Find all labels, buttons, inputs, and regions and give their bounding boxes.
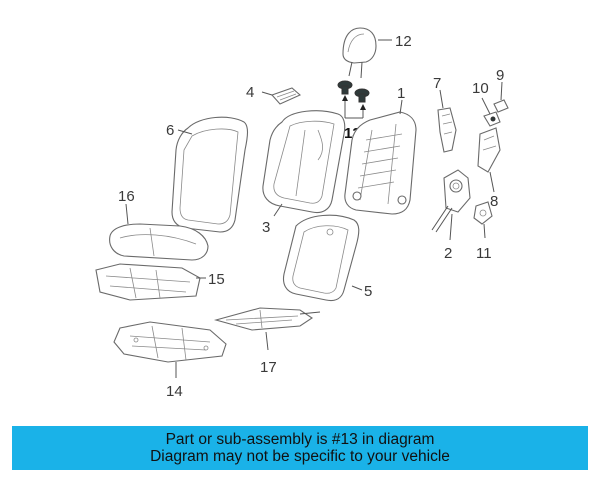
callout-1: 1 bbox=[397, 85, 405, 102]
callout-6: 6 bbox=[166, 122, 174, 139]
callout-14: 14 bbox=[166, 383, 183, 400]
leader-3 bbox=[273, 203, 283, 217]
leader-9 bbox=[500, 81, 503, 101]
banner-line-1: Part or sub-assembly is #13 in diagram bbox=[165, 431, 435, 448]
part-8 bbox=[477, 127, 501, 173]
part-4 bbox=[271, 87, 302, 105]
part-5-back-panel bbox=[282, 214, 360, 302]
callout-2: 2 bbox=[444, 245, 452, 262]
callout-12: 12 bbox=[395, 33, 412, 50]
leader-6 bbox=[177, 129, 193, 135]
leader-1 bbox=[399, 99, 403, 115]
leader-8 bbox=[489, 171, 495, 193]
callout-7: 7 bbox=[433, 75, 441, 92]
part-13-headrest-guides bbox=[337, 80, 370, 119]
part-11 bbox=[473, 201, 493, 225]
callout-17: 17 bbox=[260, 359, 277, 376]
part-15-cushion-pad bbox=[95, 263, 201, 301]
callout-11: 11 bbox=[476, 245, 492, 262]
part-7 bbox=[437, 107, 457, 153]
part-10 bbox=[483, 111, 501, 127]
part-3-back-cushion bbox=[262, 110, 346, 214]
leader-11 bbox=[483, 223, 486, 239]
callout-15: 15 bbox=[208, 271, 225, 288]
callout-10: 10 bbox=[472, 80, 489, 97]
leader-17 bbox=[265, 331, 269, 351]
leader-4 bbox=[261, 91, 273, 96]
parts-diagram: 12 13 4 6 3 1 bbox=[95, 27, 509, 400]
part-9 bbox=[493, 99, 509, 113]
callout-16: 16 bbox=[118, 188, 135, 205]
info-banner: Part or sub-assembly is #13 in diagram D… bbox=[12, 426, 588, 470]
leader-2 bbox=[449, 213, 453, 241]
callout-5: 5 bbox=[364, 283, 372, 300]
part-6-back-cover bbox=[171, 116, 249, 233]
callout-9: 9 bbox=[496, 67, 504, 84]
banner-line-2: Diagram may not be specific to your vehi… bbox=[150, 448, 450, 465]
callout-8: 8 bbox=[490, 193, 498, 210]
leader-10 bbox=[481, 97, 491, 115]
leader-5 bbox=[351, 285, 363, 291]
leader-7 bbox=[439, 89, 444, 109]
callout-4: 4 bbox=[246, 84, 254, 101]
callout-3: 3 bbox=[262, 219, 270, 236]
part-12-headrest bbox=[342, 27, 377, 79]
part-2-recliner bbox=[431, 169, 471, 233]
leader-16 bbox=[125, 203, 129, 225]
part-16-cushion-cover bbox=[109, 223, 209, 261]
part-17-seat-mat bbox=[213, 307, 321, 331]
part-1-back-frame bbox=[344, 111, 417, 215]
part-14-seat-pan bbox=[113, 321, 227, 363]
